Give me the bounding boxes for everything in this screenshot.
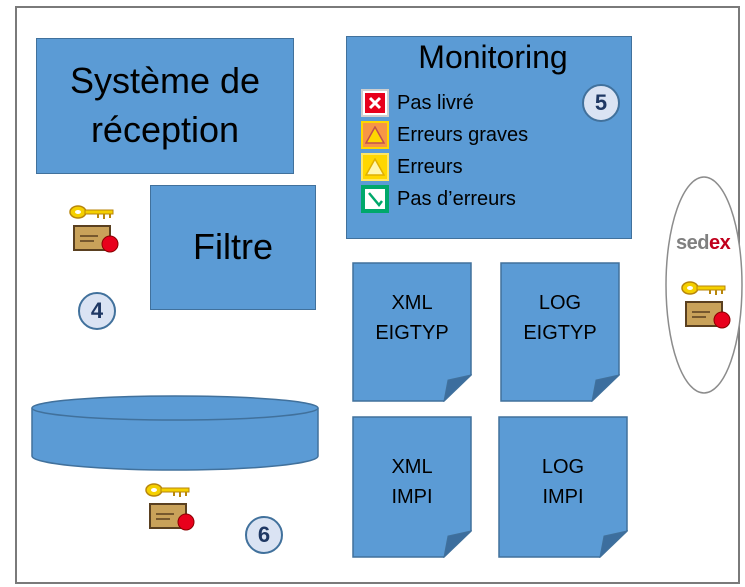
- warning-icon-orange: [361, 121, 389, 149]
- legend-label-not-delivered: Pas livré: [397, 91, 474, 114]
- key-lock-icon-1: [69, 205, 119, 253]
- reception-line2: réception: [90, 109, 240, 150]
- filter-label: Filtre: [193, 226, 273, 268]
- key-lock-icon-3: [681, 281, 731, 329]
- legend-label-severe-errors: Erreurs graves: [397, 123, 529, 146]
- legend-errors: Erreurs: [361, 153, 463, 181]
- doc-log-eigtyp-line2: EIGTYP: [523, 322, 597, 344]
- doc-xml-eigtyp-text: XML EIGTYP: [347, 288, 477, 348]
- doc-xml-eigtyp-line1: XML: [391, 292, 433, 314]
- doc-xml-eigtyp-line2: EIGTYP: [375, 322, 449, 344]
- key-lock-icon-2: [145, 483, 195, 531]
- badge-4-label: 4: [90, 298, 104, 323]
- legend-severe-errors: Erreurs graves: [361, 121, 528, 149]
- monitoring-title: Monitoring: [418, 39, 568, 75]
- doc-xml-impi-line1: XML: [391, 456, 433, 478]
- badge-6: 6: [245, 516, 283, 554]
- document-xml-impi: [352, 416, 472, 558]
- badge-4: 4: [78, 292, 116, 330]
- legend-label-no-errors: Pas d’erreurs: [397, 187, 516, 210]
- doc-log-eigtyp-line1: LOG: [538, 292, 582, 314]
- filter-box: Filtre: [150, 185, 316, 310]
- monitoring-box: Monitoring Pas livré Erreurs graves Erre…: [346, 36, 632, 239]
- sedex-logo-part1: sed: [676, 232, 709, 254]
- legend-no-errors: Pas d’erreurs: [361, 185, 516, 213]
- badge-5: 5: [582, 84, 620, 122]
- database-cylinder: [31, 395, 319, 471]
- doc-log-eigtyp-text: LOG EIGTYP: [495, 288, 625, 348]
- warning-icon-yellow: [361, 153, 389, 181]
- reception-line1: Système de: [69, 60, 261, 102]
- legend-label-errors: Erreurs: [397, 155, 463, 178]
- legend-not-delivered: Pas livré: [361, 89, 474, 117]
- check-icon: [361, 185, 389, 213]
- badge-5-label: 5: [594, 90, 608, 115]
- doc-log-impi-text: LOG IMPI: [498, 452, 628, 512]
- badge-6-label: 6: [257, 522, 271, 547]
- doc-xml-impi-text: XML IMPI: [347, 452, 477, 512]
- document-xml-eigtyp: [352, 262, 472, 402]
- doc-log-impi-line2: IMPI: [542, 486, 584, 508]
- document-log-impi: [498, 416, 628, 558]
- doc-xml-impi-line2: IMPI: [391, 486, 433, 508]
- sedex-oval: [665, 176, 743, 394]
- sedex-logo: sedex: [676, 232, 731, 255]
- doc-log-impi-line1: LOG: [541, 456, 585, 478]
- cross-icon: [361, 89, 389, 117]
- sedex-logo-part2: ex: [708, 232, 731, 254]
- document-log-eigtyp: [500, 262, 620, 402]
- reception-system-box: Système de réception: [36, 38, 294, 174]
